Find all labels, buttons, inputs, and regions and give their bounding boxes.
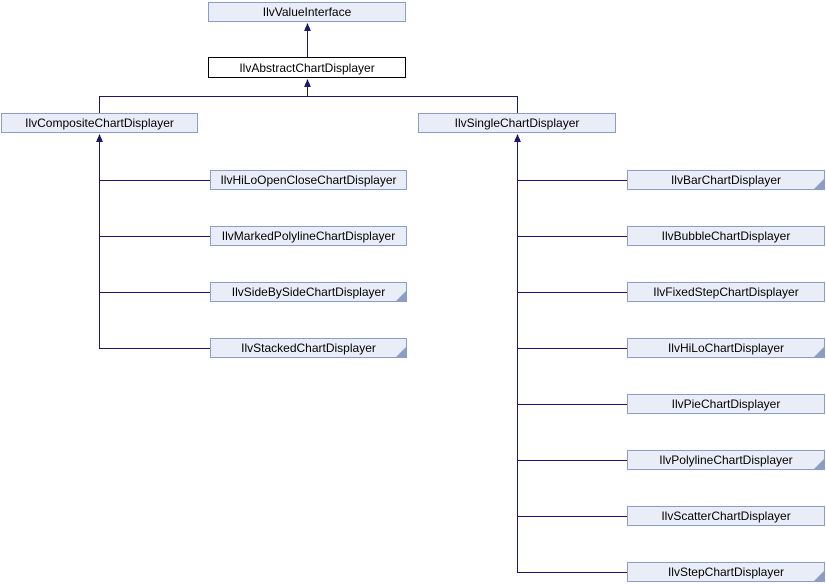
truncated-corner-icon	[396, 291, 406, 301]
class-node-label: IlvBubbleChartDisplayer	[661, 229, 791, 243]
class-node-IlvScatterChartDisplayer[interactable]: IlvScatterChartDisplayer	[627, 506, 825, 526]
inheritance-arrowhead	[304, 23, 311, 31]
class-node-IlvStackedChartDisplayer[interactable]: IlvStackedChartDisplayer	[210, 338, 407, 358]
class-node-IlvValueInterface[interactable]: IlvValueInterface	[208, 2, 406, 22]
truncated-corner-icon	[814, 459, 824, 469]
class-node-IlvHiLoChartDisplayer[interactable]: IlvHiLoChartDisplayer	[627, 338, 825, 358]
class-node-label: IlvMarkedPolylineChartDisplayer	[221, 229, 396, 243]
class-node-label: IlvValueInterface	[262, 5, 352, 19]
class-node-label: IlvStepChartDisplayer	[667, 565, 785, 579]
inheritance-arrowhead	[304, 79, 311, 87]
class-node-IlvStepChartDisplayer[interactable]: IlvStepChartDisplayer	[627, 562, 825, 582]
class-node-IlvSingleChartDisplayer[interactable]: IlvSingleChartDisplayer	[418, 113, 616, 133]
class-node-label: IlvSingleChartDisplayer	[454, 116, 580, 130]
class-node-label: IlvHiLoOpenCloseChartDisplayer	[220, 173, 397, 187]
class-node-IlvAbstractChartDisplayer: IlvAbstractChartDisplayer	[208, 57, 406, 78]
truncated-corner-icon	[814, 571, 824, 581]
inheritance-arrowhead	[96, 134, 103, 142]
class-node-label: IlvFixedStepChartDisplayer	[653, 285, 799, 299]
truncated-corner-icon	[396, 347, 406, 357]
truncated-corner-icon	[814, 179, 824, 189]
class-node-IlvFixedStepChartDisplayer[interactable]: IlvFixedStepChartDisplayer	[627, 282, 825, 302]
class-node-IlvMarkedPolylineChartDisplayer[interactable]: IlvMarkedPolylineChartDisplayer	[210, 226, 407, 246]
class-node-label: IlvCompositeChartDisplayer	[25, 116, 174, 130]
truncated-corner-icon	[814, 347, 824, 357]
class-node-label: IlvAbstractChartDisplayer	[239, 60, 375, 75]
class-node-IlvPieChartDisplayer[interactable]: IlvPieChartDisplayer	[627, 394, 825, 414]
class-node-label: IlvPolylineChartDisplayer	[659, 453, 793, 467]
class-node-label: IlvBarChartDisplayer	[670, 173, 782, 187]
class-node-label: IlvPieChartDisplayer	[671, 397, 781, 411]
class-node-IlvCompositeChartDisplayer[interactable]: IlvCompositeChartDisplayer	[1, 113, 198, 133]
class-node-IlvBarChartDisplayer[interactable]: IlvBarChartDisplayer	[627, 170, 825, 190]
class-node-IlvPolylineChartDisplayer[interactable]: IlvPolylineChartDisplayer	[627, 450, 825, 470]
class-node-label: IlvStackedChartDisplayer	[241, 341, 376, 355]
inheritance-arrowhead	[514, 134, 521, 142]
class-node-label: IlvSideBySideChartDisplayer	[231, 285, 386, 299]
class-node-IlvSideBySideChartDisplayer[interactable]: IlvSideBySideChartDisplayer	[210, 282, 407, 302]
class-node-IlvBubbleChartDisplayer[interactable]: IlvBubbleChartDisplayer	[627, 226, 825, 246]
class-node-label: IlvHiLoChartDisplayer	[667, 341, 785, 355]
class-node-label: IlvScatterChartDisplayer	[661, 509, 791, 523]
class-node-IlvHiLoOpenCloseChartDisplayer[interactable]: IlvHiLoOpenCloseChartDisplayer	[210, 170, 407, 190]
